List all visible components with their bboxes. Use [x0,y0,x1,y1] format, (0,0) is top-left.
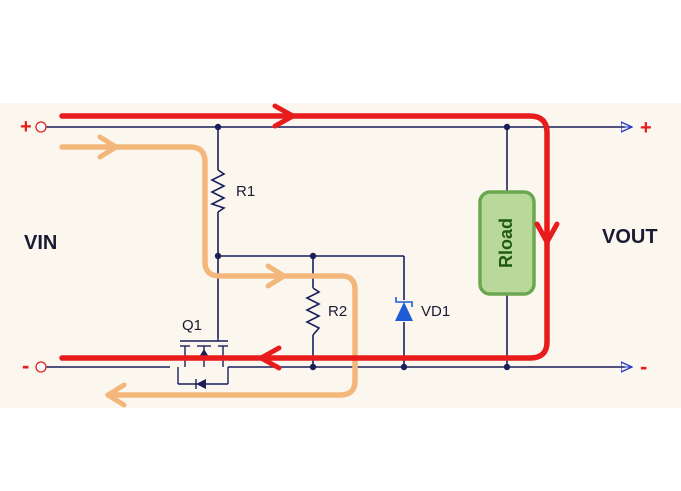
node-r2-top [309,252,317,260]
control-arrow-icon-2 [265,263,287,289]
q1-arrow-icon [199,349,209,357]
load-arrow-icon-2 [534,221,560,245]
control-arrow-icon-1 [97,134,119,160]
vd1-label: VD1 [421,303,450,320]
q1-label: Q1 [182,317,202,334]
vin-label: VIN [24,232,57,254]
rload-label: Rload [496,218,516,268]
resistor-r2 [305,287,321,336]
vout-label: VOUT [602,226,658,248]
node-top-r1 [214,123,222,131]
zener-vd1-cathode [395,297,413,307]
node-top-rload [503,123,511,131]
node-gate [214,252,222,260]
load-arrow-icon-1 [272,103,296,129]
input-plus-label: + [20,116,32,138]
r2-label: R2 [328,303,347,320]
q1-body-diode-icon [196,379,206,389]
load-arrow-icon-3 [258,345,282,371]
node-vd1-bottom [400,363,408,371]
control-arrow-icon-3 [105,382,127,408]
zener-vd1-icon [395,302,413,321]
node-rload-bottom [503,363,511,371]
input-minus-terminal [35,361,47,373]
output-plus-label: + [640,117,652,139]
r1-label: R1 [236,183,255,200]
rload-box [478,190,536,296]
wires [46,126,625,368]
junction-nodes [214,123,511,371]
node-r2-bottom [309,363,317,371]
input-plus-terminal [35,121,47,133]
output-minus-label: - [640,354,647,379]
resistor-r1 [209,169,226,213]
input-minus-label: - [22,353,29,378]
